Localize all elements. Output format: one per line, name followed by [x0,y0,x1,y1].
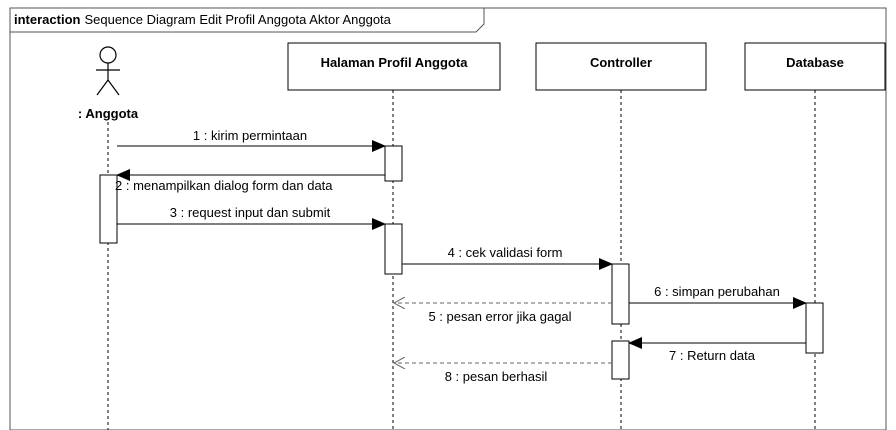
message-1: 1 : kirim permintaan [117,128,386,152]
actor-left-leg [96,79,109,96]
message-4: 4 : cek validasi form [402,245,613,270]
frame-title-text: Sequence Diagram Edit Profil Anggota Akt… [84,12,391,27]
participant-label-controller: Controller [590,55,652,70]
participant-halaman: Halaman Profil Anggota [287,42,501,91]
activations [99,145,824,380]
participant-label-anggota: : Anggota [78,106,139,121]
message-label-8: 8 : pesan berhasil [445,369,548,384]
activation-controller-2 [611,340,630,380]
message-label-6: 6 : simpan perubahan [654,284,780,299]
activation-controller-1 [611,263,630,325]
message-5: 5 : pesan error jika gagal [394,303,612,324]
activation-halaman-2 [384,223,403,275]
activation-database [805,302,824,354]
message-3: 3 : request input dan submit [117,205,386,230]
message-label-3: 3 : request input dan submit [170,205,331,220]
message-2: 2 : menampilkan dialog form dan data [115,169,385,193]
message-label-1: 1 : kirim permintaan [193,128,307,143]
participant-controller: Controller [535,42,707,91]
message-label-4: 4 : cek validasi form [448,245,563,260]
message-6: 6 : simpan perubahan [629,284,807,309]
actor-anggota [96,46,120,96]
message-label-5: 5 : pesan error jika gagal [428,309,571,324]
message-label-2: 2 : menampilkan dialog form dan data [115,178,333,193]
actor-right-leg [107,79,120,96]
participant-label-database: Database [786,55,844,70]
activation-halaman-1 [384,145,403,182]
message-label-7: 7 : Return data [669,348,756,363]
actor-head-icon [99,46,117,64]
activation-anggota [99,174,118,244]
participant-label-halaman: Halaman Profil Anggota [321,55,469,70]
message-8: 8 : pesan berhasil [394,363,612,384]
participant-database: Database [744,42,886,91]
message-7: 7 : Return data [628,337,806,363]
frame-keyword: interaction [14,12,81,27]
